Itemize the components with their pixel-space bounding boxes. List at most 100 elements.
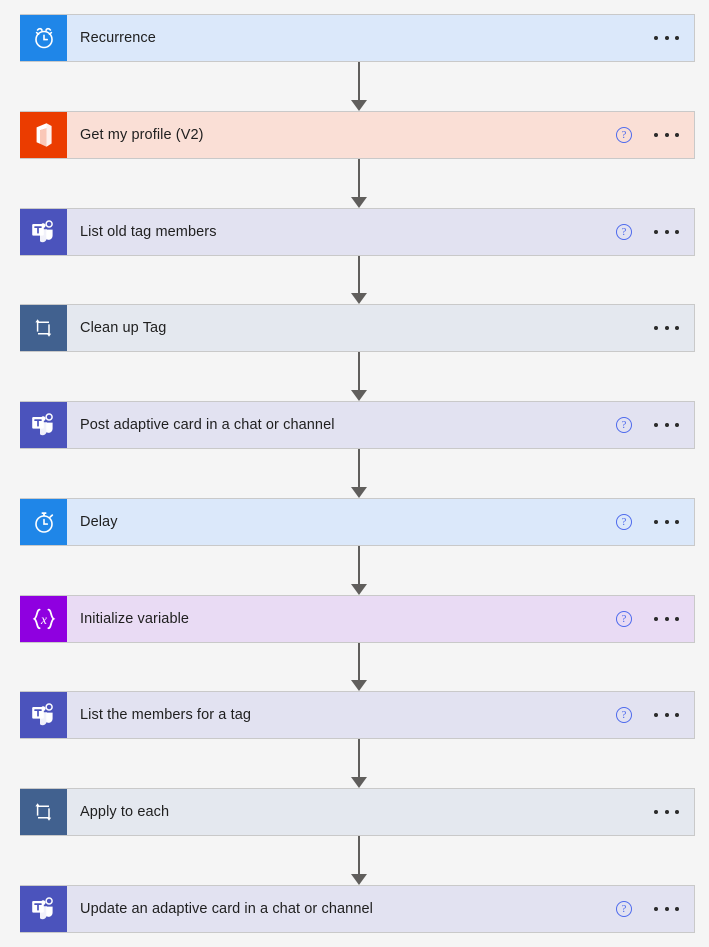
ellipsis-dot (654, 230, 658, 234)
ellipsis-dot (664, 230, 669, 234)
flow-connector-arrow (351, 159, 367, 208)
connector-arrowhead (351, 293, 367, 304)
flow-step-card[interactable]: Apply to each (20, 788, 695, 836)
flow-step-card[interactable]: Get my profile (V2)? (20, 111, 695, 159)
connector-arrowhead (351, 584, 367, 595)
flow-step-body[interactable]: Update an adaptive card in a chat or cha… (67, 886, 616, 932)
flow-step-title: Get my profile (V2) (80, 126, 204, 143)
flow-step-card[interactable]: List the members for a tag? (20, 691, 695, 739)
flow-step-body[interactable]: Apply to each (67, 789, 616, 835)
flow-step-card[interactable]: Recurrence (20, 14, 695, 62)
microsoft-teams-icon (20, 209, 67, 255)
flow-step-actions: ? (616, 692, 694, 738)
flow-step-title: Clean up Tag (80, 319, 167, 336)
ellipsis-dot (675, 520, 679, 524)
variable-braces-icon: x (20, 596, 67, 642)
flow-step-card[interactable]: Update an adaptive card in a chat or cha… (20, 885, 695, 933)
office-365-icon (20, 112, 67, 158)
ellipsis-dot (654, 520, 658, 524)
flow-step-card[interactable]: x Initialize variable? (20, 595, 695, 643)
ellipsis-dot (664, 520, 669, 524)
help-icon-placeholder (616, 804, 632, 820)
connector-line (358, 836, 360, 875)
ellipsis-dot (654, 810, 658, 814)
ellipsis-dot (675, 133, 679, 137)
flow-step-actions: ? (616, 596, 694, 642)
more-options-icon[interactable] (654, 326, 679, 330)
flow-step-title: List old tag members (80, 223, 217, 240)
loop-repeat-icon (20, 305, 67, 351)
more-options-icon[interactable] (654, 133, 679, 137)
more-options-icon[interactable] (654, 36, 679, 40)
ellipsis-dot (675, 617, 679, 621)
more-options-icon[interactable] (654, 230, 679, 234)
ellipsis-dot (675, 810, 679, 814)
alarm-clock-icon (20, 15, 67, 61)
ellipsis-dot (654, 36, 658, 40)
flow-step-title: Initialize variable (80, 610, 190, 627)
connector-arrowhead (351, 100, 367, 111)
flow-step-actions: ? (616, 209, 694, 255)
flow-connector-arrow (351, 352, 367, 401)
connector-line (358, 159, 360, 198)
help-icon[interactable]: ? (616, 417, 632, 433)
connector-line (358, 449, 360, 488)
flow-connector-arrow (351, 836, 367, 885)
ellipsis-dot (664, 907, 669, 911)
flow-connector-arrow (351, 643, 367, 691)
ellipsis-dot (675, 230, 679, 234)
help-icon[interactable]: ? (616, 611, 632, 627)
ellipsis-dot (664, 36, 669, 40)
help-icon[interactable]: ? (616, 707, 632, 723)
flow-step-title: Recurrence (80, 29, 156, 46)
ellipsis-dot (654, 423, 658, 427)
more-options-icon[interactable] (654, 907, 679, 911)
more-options-icon[interactable] (654, 617, 679, 621)
ellipsis-dot (664, 713, 669, 717)
ellipsis-dot (654, 907, 658, 911)
ellipsis-dot (664, 810, 669, 814)
flow-step-body[interactable]: Post adaptive card in a chat or channel (67, 402, 616, 448)
ellipsis-dot (675, 36, 679, 40)
svg-text:x: x (40, 612, 47, 627)
flow-step-title: Delay (80, 513, 118, 530)
flow-step-actions (616, 15, 694, 61)
connector-line (358, 352, 360, 391)
flow-step-body[interactable]: List the members for a tag (67, 692, 616, 738)
flow-step-body[interactable]: Get my profile (V2) (67, 112, 616, 158)
help-icon[interactable]: ? (616, 514, 632, 530)
connector-arrowhead (351, 487, 367, 498)
flow-step-card[interactable]: List old tag members? (20, 208, 695, 256)
flow-step-title: Update an adaptive card in a chat or cha… (80, 900, 373, 917)
connector-line (358, 739, 360, 778)
flow-step-actions (616, 789, 694, 835)
flow-step-body[interactable]: Recurrence (67, 15, 616, 61)
flow-step-title: List the members for a tag (80, 706, 252, 723)
ellipsis-dot (675, 907, 679, 911)
flow-step-card[interactable]: Clean up Tag (20, 304, 695, 352)
help-icon[interactable]: ? (616, 224, 632, 240)
connector-arrowhead (351, 680, 367, 691)
ellipsis-dot (654, 617, 658, 621)
more-options-icon[interactable] (654, 520, 679, 524)
help-icon[interactable]: ? (616, 127, 632, 143)
ellipsis-dot (664, 133, 669, 137)
stopwatch-icon (20, 499, 67, 545)
flow-step-body[interactable]: Clean up Tag (67, 305, 616, 351)
flow-step-card[interactable]: Post adaptive card in a chat or channel? (20, 401, 695, 449)
flow-step-body[interactable]: Delay (67, 499, 616, 545)
flow-step-body[interactable]: List old tag members (67, 209, 616, 255)
microsoft-teams-icon (20, 402, 67, 448)
more-options-icon[interactable] (654, 810, 679, 814)
flow-step-body[interactable]: Initialize variable (67, 596, 616, 642)
help-icon-placeholder (616, 320, 632, 336)
help-icon-placeholder (616, 30, 632, 46)
flow-step-actions: ? (616, 402, 694, 448)
more-options-icon[interactable] (654, 713, 679, 717)
loop-repeat-icon (20, 789, 67, 835)
help-icon[interactable]: ? (616, 901, 632, 917)
flow-step-card[interactable]: Delay? (20, 498, 695, 546)
connector-arrowhead (351, 197, 367, 208)
more-options-icon[interactable] (654, 423, 679, 427)
